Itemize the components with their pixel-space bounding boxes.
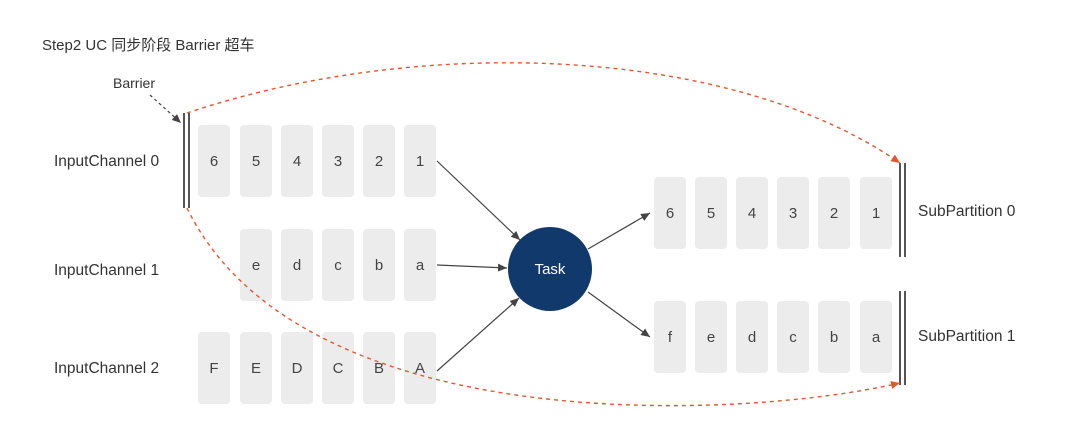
subpartition-1-label: SubPartition 1 [918, 328, 1016, 345]
input-2-buffer: A [404, 332, 436, 404]
barrier-overtake-path-bottom [186, 207, 901, 407]
input-0-to-task-arrow [436, 160, 521, 241]
task-node: Task [508, 227, 592, 311]
input-0-buffer: 4 [281, 125, 313, 197]
task-to-subpartition-1-arrow [587, 291, 651, 338]
input-1-buffer: d [281, 229, 313, 301]
input-1-buffer: c [322, 229, 354, 301]
subpartition-1-buffer: a [860, 301, 892, 373]
input-channel-2-label: InputChannel 2 [54, 360, 160, 377]
task-to-subpartition-0-arrow [587, 212, 651, 250]
input-0-buffer: 5 [240, 125, 272, 197]
input-2-buffer: C [322, 332, 354, 404]
subpartition-0-buffer: 4 [736, 177, 768, 249]
input-0-buffer: 3 [322, 125, 354, 197]
input-2-buffer: F [198, 332, 230, 404]
barrier-marker-input-0 [183, 113, 190, 208]
subpartition-1-buffer: b [818, 301, 850, 373]
barrier-marker-subpartition-1 [899, 291, 906, 385]
input-1-buffer: b [363, 229, 395, 301]
subpartition-0-buffer: 5 [695, 177, 727, 249]
input-1-to-task-arrow [436, 263, 508, 272]
input-0-buffer: 6 [198, 125, 230, 197]
input-channel-0-label: InputChannel 0 [54, 153, 160, 170]
barrier-overtake-path-top [186, 62, 901, 164]
barrier-pointer-arrow [149, 94, 182, 124]
subpartition-0-buffer: 3 [777, 177, 809, 249]
input-channel-1-label: InputChannel 1 [54, 262, 160, 279]
subpartition-0-buffer: 6 [654, 177, 686, 249]
subpartition-0-buffer: 2 [818, 177, 850, 249]
subpartition-0-label: SubPartition 0 [918, 203, 1016, 220]
input-1-buffer: a [404, 229, 436, 301]
subpartition-0-buffer: 1 [860, 177, 892, 249]
barrier-marker-subpartition-0 [899, 163, 906, 257]
subpartition-1-buffer: c [777, 301, 809, 373]
input-2-to-task-arrow [436, 297, 520, 372]
input-1-buffer: e [240, 229, 272, 301]
subpartition-1-buffer: f [654, 301, 686, 373]
input-0-buffer: 1 [404, 125, 436, 197]
subpartition-1-buffer: e [695, 301, 727, 373]
input-2-buffer: B [363, 332, 395, 404]
diagram-title: Step2 UC 同步阶段 Barrier 超车 [42, 37, 255, 54]
input-2-buffer: D [281, 332, 313, 404]
input-2-buffer: E [240, 332, 272, 404]
barrier-label: Barrier [113, 75, 156, 91]
subpartition-1-buffer: d [736, 301, 768, 373]
input-0-buffer: 2 [363, 125, 395, 197]
